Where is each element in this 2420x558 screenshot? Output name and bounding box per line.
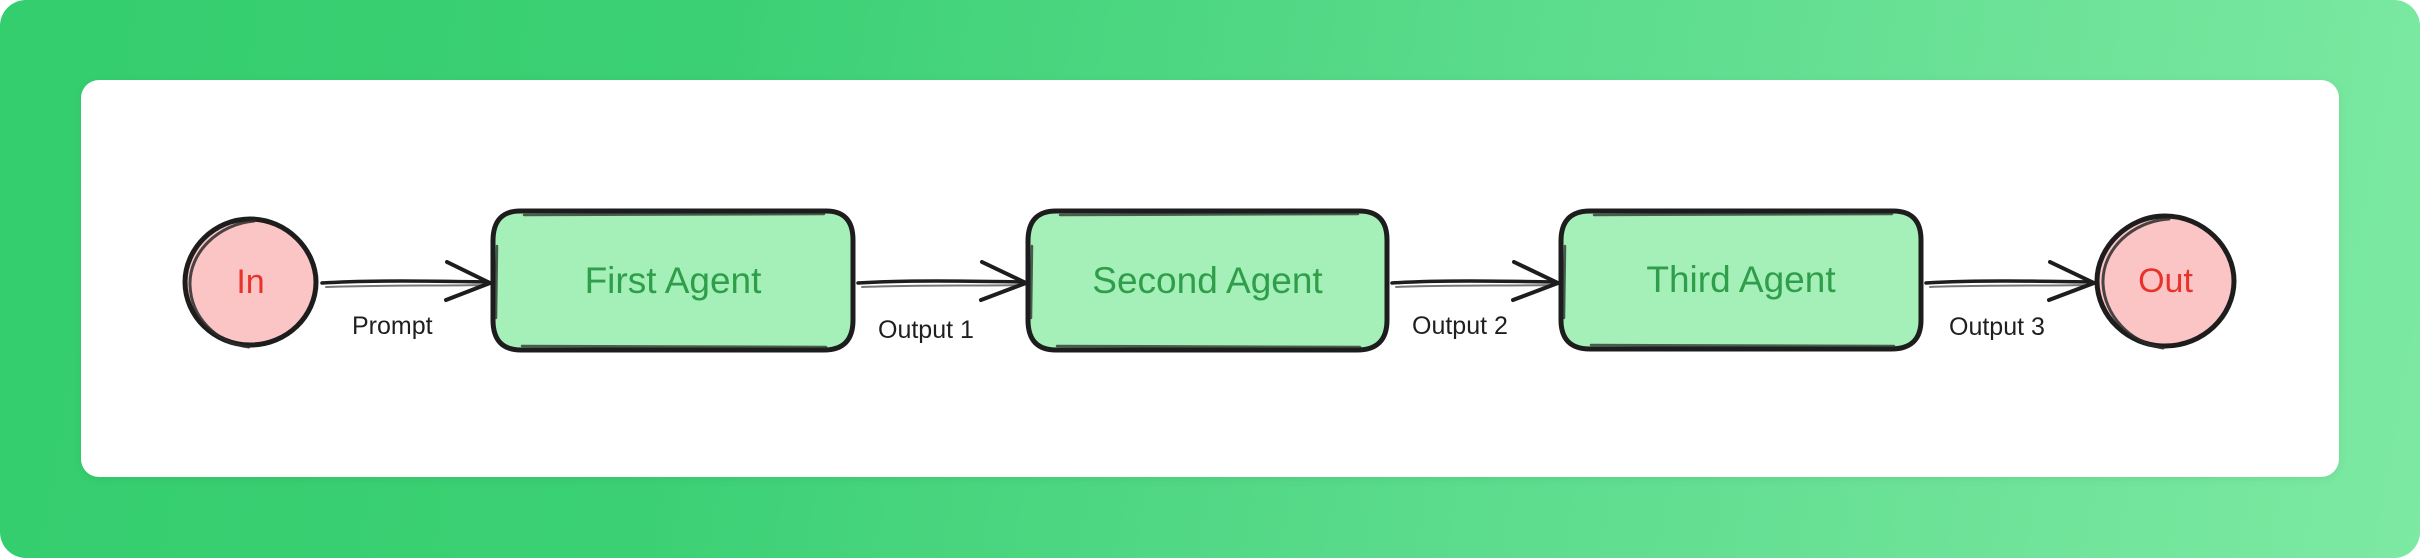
node-first-agent-shape [490,208,856,353]
node-second-agent-shape [1025,208,1390,353]
edge-label-prompt: Prompt [352,312,433,340]
node-second-agent[interactable] [1025,208,1390,353]
node-out[interactable] [2094,213,2237,350]
edge-output-1-line [856,279,1026,285]
edge-output-2-arrowhead [1511,260,1560,302]
edge-output-3-line-sketch [1929,284,2091,288]
edge-prompt[interactable] [320,260,492,302]
node-out-label: Out [2138,261,2193,300]
node-third-agent-label: Third Agent [1646,259,1836,300]
edge-output-2[interactable] [1390,260,1560,302]
edge-output-2-line [1390,279,1558,285]
edge-output-2-line-sketch [1395,284,1555,288]
edge-prompt-line [320,279,490,285]
node-in-shape [182,216,319,348]
edge-output-1-line-sketch [861,284,1023,288]
edge-label-output-2: Output 2 [1412,312,1508,340]
edge-output-3-line [1924,279,2094,285]
edge-label-output-3: Output 3 [1949,313,2045,341]
node-in-sketch-stroke [188,219,256,349]
edge-label-output-1: Output 1 [878,316,974,344]
node-third-agent[interactable] [1558,208,1924,352]
node-out-shape [2094,213,2237,349]
node-in[interactable] [182,216,319,349]
node-in-label: In [236,262,265,301]
node-third-agent-sketch-stroke [1562,212,1896,348]
node-first-agent-sketch-stroke [494,212,828,349]
edge-output-1[interactable] [856,260,1028,302]
edge-output-3-arrowhead [2047,260,2096,302]
node-third-agent-shape [1558,208,1924,352]
node-second-agent-sketch-stroke [1029,212,1362,349]
edge-prompt-line-sketch [325,284,487,288]
node-first-agent-label: First Agent [584,259,762,301]
node-out-sketch-stroke [2101,217,2171,350]
node-first-agent[interactable] [490,208,856,353]
edge-prompt-arrowhead [444,260,492,302]
node-second-agent-label: Second Agent [1092,259,1323,301]
edge-output-3[interactable] [1924,260,2096,302]
